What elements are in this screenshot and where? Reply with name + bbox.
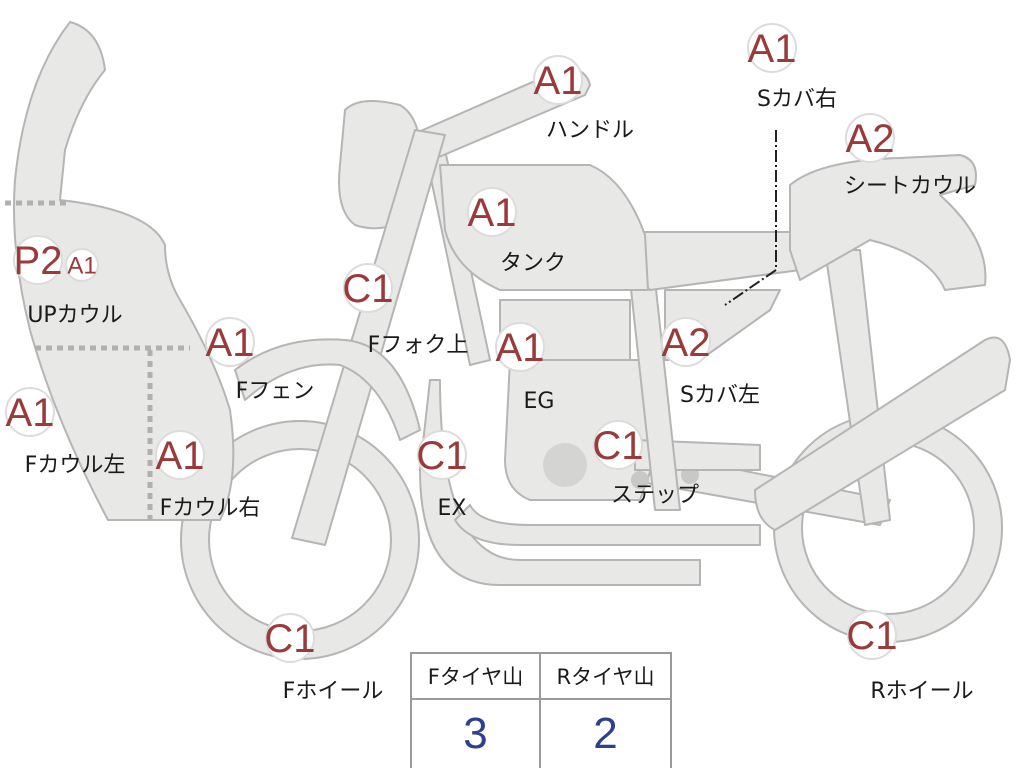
f-cowl-right-grade-text: A1 [156,434,205,478]
s-cover-left-label: Sカバ左 [680,383,760,408]
s-cover-left-grade-badge: A2 [661,317,711,367]
up-cowl-grade2-text: A1 [67,253,96,280]
front-tire-header: Fタイヤ山 [412,654,541,700]
handle-grade-text: A1 [534,59,583,103]
tank-label: タンク [500,251,566,276]
f-fender-grade-text: A1 [206,321,255,365]
up-cowl-grade-text: P2 [14,239,63,283]
muffler-shape [754,336,1011,531]
exhaust-label: EX [438,496,467,521]
f-cowl-right-grade-badge: A1 [155,430,205,480]
front-cowl-shape [13,21,235,521]
up-cowl-grade2-badge: A1 [65,248,99,282]
rear-tire-header: Rタイヤ山 [541,654,670,700]
step-label: ステップ [611,483,699,508]
tank-grade-badge: A1 [467,187,517,237]
up-cowl-grade-badge: P2 [13,235,63,285]
handle-grade-badge: A1 [533,55,583,105]
engine-grade-text: A1 [496,326,545,370]
f-fender-grade-badge: A1 [205,317,255,367]
tire-tread-table: Fタイヤ山 Rタイヤ山 3 2 [410,652,672,768]
front-fork-shape [291,129,446,546]
step-grade-badge: C1 [592,420,644,470]
leader-line [724,130,777,306]
f-wheel-label: Fホイール [283,679,384,704]
exhaust-grade-text: C1 [416,434,467,478]
r-wheel-grade-text: C1 [846,614,897,658]
exhaust-grade-badge: C1 [416,430,468,480]
f-cowl-left-label: Fカウル左 [25,453,126,478]
front-fender-shape [234,338,421,441]
seat-cowl-grade-text: A2 [846,117,895,161]
f-wheel-grade-badge: C1 [264,613,316,663]
r-wheel-grade-badge: C1 [846,610,898,660]
up-cowl-label: UPカウル [27,303,122,328]
seat-cowl-grade-badge: A2 [845,113,895,163]
f-cowl-right-label: Fカウル右 [160,496,261,521]
f-fork-upper-grade-text: C1 [342,267,393,311]
s-cover-right-grade-text: A1 [748,27,797,71]
step-grade-text: C1 [592,424,643,468]
f-wheel-grade-text: C1 [264,617,315,661]
f-cowl-left-grade-badge: A1 [5,387,55,437]
f-fork-upper-grade-badge: C1 [342,263,394,313]
seat-cowl-label: シートカウル [844,174,976,199]
s-cover-right-grade-badge: A1 [747,23,797,73]
handle-label: ハンドル [546,118,634,143]
engine-label: EG [524,389,555,414]
r-wheel-label: Rホイール [870,679,973,704]
f-fork-upper-label: Fフォク上 [368,333,469,358]
frame-lower-shape [454,504,761,546]
f-fender-label: Fフェン [236,379,315,404]
f-cowl-left-grade-text: A1 [6,391,55,435]
front-tire-value: 3 [412,700,541,768]
rear-tire-value: 2 [593,709,618,758]
s-cover-right-label: Sカバ右 [757,87,837,112]
s-cover-left-grade-text: A2 [662,321,711,365]
engine-grade-badge: A1 [495,322,545,372]
tank-grade-text: A1 [468,191,517,235]
